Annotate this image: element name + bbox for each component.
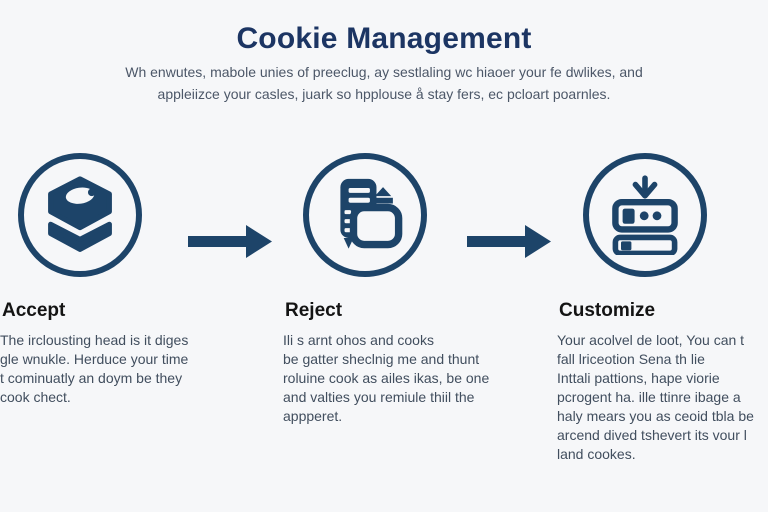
step-description-line: Inttali pattions, hape viorie <box>557 370 720 386</box>
reject-step-circle <box>303 153 427 277</box>
step-description-line: roluine cook as ailes ikas, be one <box>283 370 490 386</box>
cookie-stack-icon <box>48 176 112 252</box>
step-description-line: fall lriceotion Sena th lie <box>557 351 705 367</box>
step-description-line: Ili s arnt ohos and cooks <box>283 332 434 348</box>
page-title: Cookie Management <box>236 22 532 55</box>
right-arrow-icon <box>188 225 272 258</box>
step-description-line: Your acolvel de loot, You can t <box>557 332 745 348</box>
accept-step-circle <box>18 153 142 277</box>
step-reject-label: Reject <box>285 300 343 321</box>
step-description-line: arcend dived tshevert its vour l <box>557 427 747 443</box>
subtitle-line-1: Wh enwutes, mabole unies of preeclug, ay… <box>125 64 643 80</box>
step-description-line: land cookes. <box>557 446 636 462</box>
step-description-line: pcrogent ha. ille ttinre ibage a <box>557 389 741 405</box>
step-customize: Customize Your acolvel de loot, You can … <box>557 300 768 464</box>
step-customize-label: Customize <box>559 300 656 321</box>
subtitle-line-2: appleiizce your casles, juark so hpplous… <box>157 86 611 102</box>
step-accept-label: Accept <box>2 300 66 321</box>
step-description-line: t cominuatly an doym be they <box>0 370 183 386</box>
step-description-line: haly mears you as ceoid tbla be <box>557 408 754 424</box>
step-description-line: gle wnukle. Herduce your time <box>0 351 189 367</box>
customize-step-circle <box>583 153 707 277</box>
step-description-line: be gatter sheclnig me and thunt <box>283 351 480 367</box>
step-description-line: The irclousting head is it diges <box>0 332 189 348</box>
download-tray-icon <box>612 175 678 255</box>
step-reject: Reject Ili s arnt ohos and cooks be gatt… <box>283 300 490 426</box>
document-card-icon <box>340 178 403 249</box>
step-description-line: cook chect. <box>0 389 71 405</box>
step-accept: Accept The irclousting head is it diges … <box>0 300 195 407</box>
step-description-line: and valties you remiule thiil the <box>283 389 475 405</box>
right-arrow-icon <box>467 225 551 258</box>
step-description-line: appperet. <box>283 408 343 424</box>
